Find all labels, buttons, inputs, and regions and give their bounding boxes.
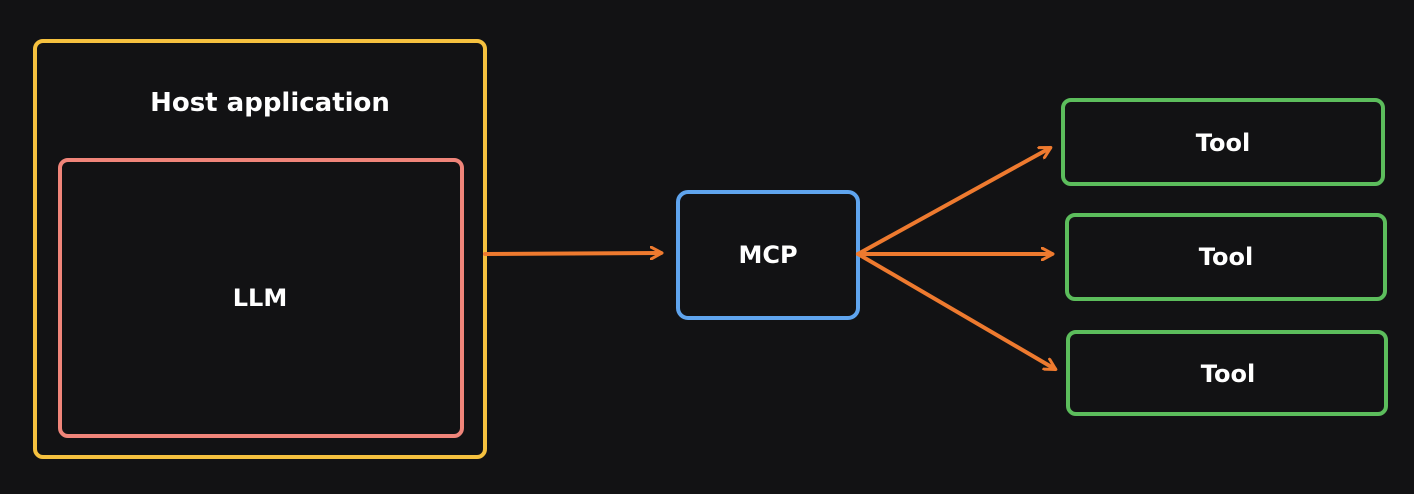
- tool-label: Tool: [1196, 129, 1250, 157]
- tool-label: Tool: [1199, 243, 1253, 271]
- mcp-label: MCP: [738, 241, 797, 269]
- arrow-mcp-to-tool-3: [856, 252, 1055, 369]
- arrow-mcp-to-tool-1: [856, 146, 1050, 256]
- tool-box-2: Tool: [1065, 213, 1387, 301]
- tool-box-3: Tool: [1066, 330, 1388, 416]
- llm-label: LLM: [233, 284, 287, 312]
- host-application-label: Host application: [150, 88, 390, 118]
- host-application-box: Host application: [33, 39, 487, 459]
- mcp-box: MCP: [676, 190, 860, 320]
- llm-box: LLM: [58, 158, 464, 438]
- tool-box-1: Tool: [1061, 98, 1385, 186]
- tool-label: Tool: [1201, 360, 1255, 388]
- arrow-host-to-mcp: [483, 253, 661, 254]
